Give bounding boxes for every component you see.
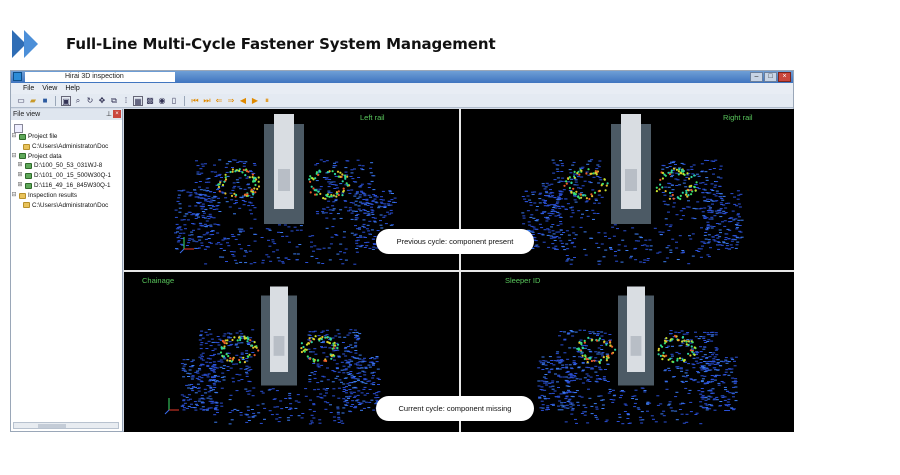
maximize-button[interactable]: □ [764,72,777,82]
view-chainage[interactable]: Chainage [124,272,459,432]
tree-item-label: C:\Users\Administrator\Doc [32,142,109,150]
horizontal-scrollbar[interactable] [13,422,119,429]
prev-frame-icon[interactable]: ⏭ [203,95,211,105]
scrollbar-thumb[interactable] [38,424,66,428]
folder-icon [23,143,30,150]
play-back-icon[interactable]: ◀ [239,95,247,105]
folder-icon [23,202,30,209]
tree-item-label: Project data [28,152,62,160]
save-icon[interactable]: ■ [42,95,48,105]
menu-bar: File View Help [11,83,793,94]
callout-current-cycle: Current cycle: component missing [376,396,534,421]
play-icon[interactable]: ▶ [251,95,259,105]
tree-item[interactable]: ⊞ D:\100_50_53_031WJ-8 [11,161,122,171]
prev-icon[interactable]: ⇐ [215,95,223,105]
menu-view[interactable]: View [42,85,58,92]
window-controls: – □ × [750,72,791,82]
data-icon [25,163,32,170]
close-button[interactable]: × [778,72,791,82]
app-icon [13,72,22,81]
callout-previous-cycle: Previous cycle: component present [376,229,534,254]
minimize-button[interactable]: – [750,72,763,82]
file-view-panel: File view ⊥ × ⊟ Project file C:\Users\Adm… [11,109,123,431]
sidebar-toolbar [11,120,122,133]
zoom-icon[interactable]: ⌕ [75,95,81,105]
grid-small-icon[interactable]: ⁞ [124,95,128,105]
view-sleeper-id[interactable]: Sleeper ID [461,272,794,432]
file-view-title: File view [13,111,41,118]
toolbar-separator [55,95,56,106]
filter-icon[interactable]: ▯ [171,95,177,105]
tree-item-inspection-results[interactable]: ⊟ Inspection results [11,191,122,201]
tree-item-label: C:\Users\Administrator\Doc [32,201,109,209]
folder-icon [19,192,26,199]
expand-icon[interactable]: ⊞ [17,181,23,188]
tree-item-project-file[interactable]: ⊟ Project file [11,132,122,142]
new-icon[interactable]: ▭ [17,95,25,105]
point-cloud-scan [521,114,744,265]
pan-icon[interactable]: ✥ [98,95,106,105]
view-grid: Left rail Right rail Chainage Sleeper ID [124,109,794,432]
point-cloud-scan [537,286,738,425]
project-icon [19,133,26,140]
properties-icon[interactable] [14,124,23,133]
select-icon[interactable]: ▣ [61,95,71,106]
menu-file[interactable]: File [23,85,35,92]
tree-item[interactable]: C:\Users\Administrator\Doc [11,142,122,152]
pause-icon[interactable]: ⏸ [265,95,269,105]
expand-icon[interactable]: ⊞ [17,162,23,169]
title-bar: Hirai 3D inspection – □ × [11,71,793,83]
file-tree: ⊟ Project file C:\Users\Administrator\Doc… [11,132,122,210]
tree-item-label: D:\101_00_15_500W30Q-1 [34,172,112,180]
expand-icon[interactable]: ⊞ [17,172,23,179]
eye-icon[interactable]: ◉ [158,95,166,105]
first-icon[interactable]: ⏮ [191,95,199,105]
collapse-icon[interactable]: ⊟ [11,133,17,139]
data-icon [25,173,32,180]
next-icon[interactable]: ⇒ [227,95,235,105]
toolbar: ▭ ▰ ■ ▣ ⌕ ↻ ✥ ⧉ ⁞ ▦ ▩ ◉ ▯ ⏮ ⏭ ⇐ ⇒ ◀ ▶ ⏸ [11,94,793,108]
tree-item-label: D:\100_50_53_031WJ-8 [34,162,103,170]
tree-item[interactable]: C:\Users\Administrator\Doc [11,201,122,211]
tree-item-project-data[interactable]: ⊟ Project data [11,152,122,162]
view-divider[interactable] [124,270,794,272]
tree-item[interactable]: ⊞ D:\116_49_16_845W30Q-1 [11,181,122,191]
page-title: Full-Line Multi-Cycle Fastener System Ma… [66,35,496,53]
data-icon [25,182,32,189]
open-icon[interactable]: ▰ [29,95,37,105]
collapse-icon[interactable]: ⊟ [11,152,17,159]
view-label-chainage: Chainage [142,276,175,285]
rotate-icon[interactable]: ↻ [86,95,94,105]
tree-item[interactable]: ⊞ D:\101_00_15_500W30Q-1 [11,171,122,181]
tree-item-label: D:\116_49_16_845W30Q-1 [34,181,111,189]
close-panel-icon[interactable]: × [113,110,121,118]
view-label-left-rail: Left rail [360,113,385,122]
point-cloud-scan [164,286,381,425]
grid-large-icon[interactable]: ▩ [146,95,154,105]
project-icon [19,153,26,160]
tree-item-label: Project file [28,133,58,140]
toolbar-separator [184,95,185,106]
file-view-header: File view ⊥ × [11,109,122,120]
double-chevron-logo-icon [12,30,38,58]
collapse-icon[interactable]: ⊟ [11,191,17,198]
tree-item-label: Inspection results [28,191,78,199]
grid-medium-icon[interactable]: ▦ [133,95,143,106]
view-label-right-rail: Right rail [723,113,753,122]
copy-icon[interactable]: ⧉ [111,95,117,105]
menu-help[interactable]: Help [65,85,80,92]
window-title: Hirai 3D inspection [25,72,175,82]
pin-icon[interactable]: ⊥ [105,111,112,118]
view-label-sleeper-id: Sleeper ID [505,276,541,285]
